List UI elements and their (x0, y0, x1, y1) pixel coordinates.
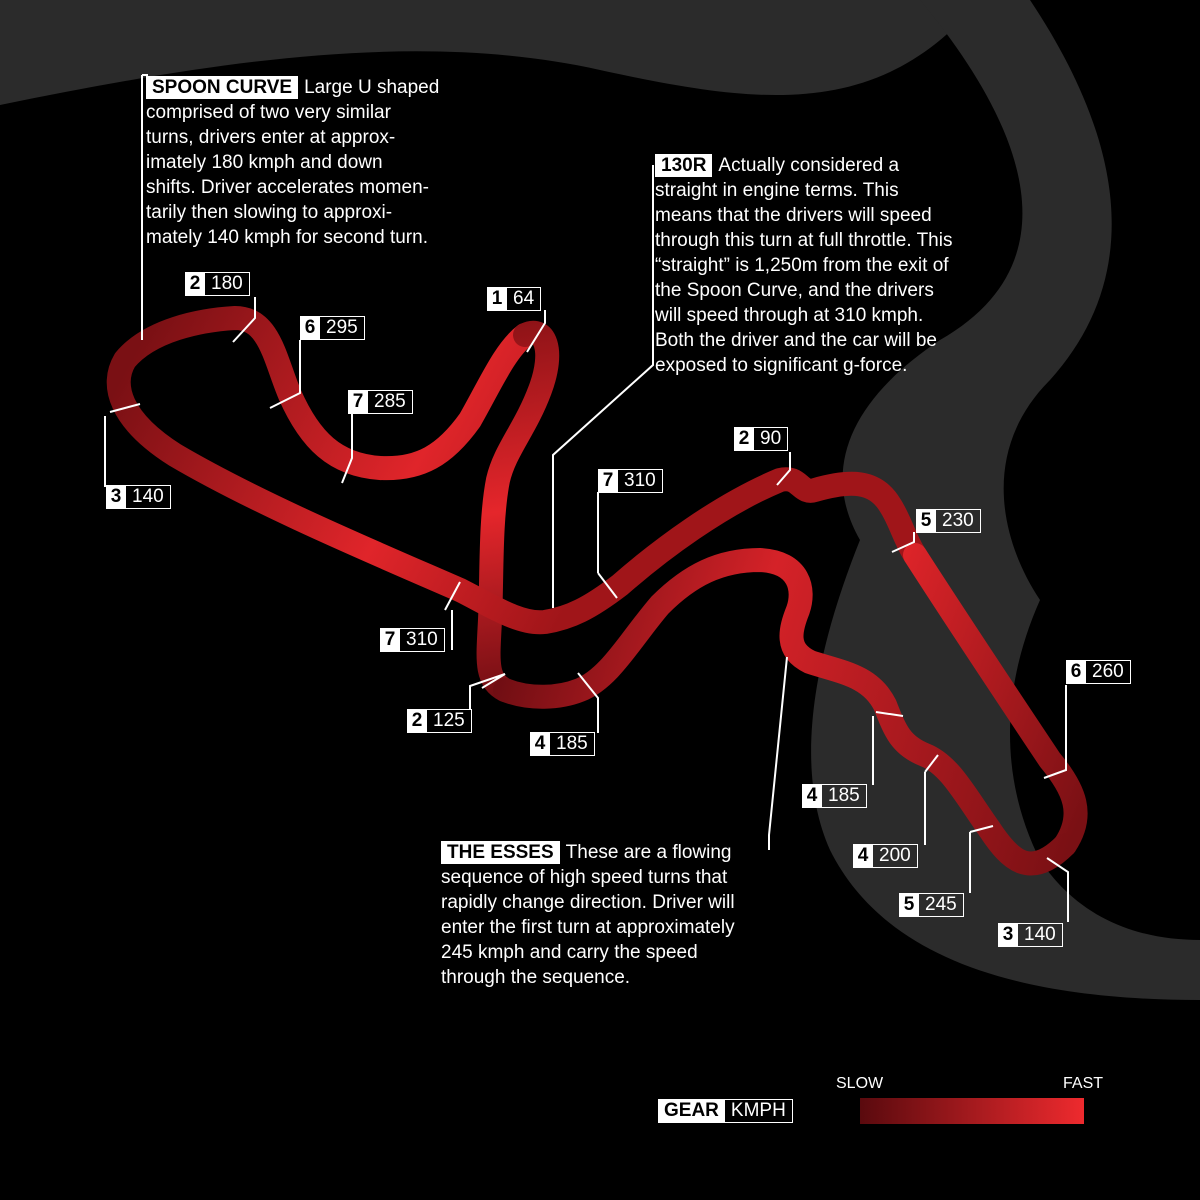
marker-kmph: 180 (205, 272, 250, 296)
marker-kmph: 200 (873, 844, 918, 868)
esses-line-5: through the sequence. (441, 967, 631, 988)
leader-lines (104, 74, 1069, 922)
track-esses (493, 548, 1077, 876)
marker-gear: 3 (106, 485, 126, 509)
marker-kmph: 64 (507, 287, 542, 311)
legend-slow-label: SLOW (836, 1075, 884, 1092)
marker-gear: 2 (407, 709, 427, 733)
marker-kmph: 125 (427, 709, 472, 733)
spoon-line-5: tarily then slowing to approxi- (146, 202, 393, 223)
spoon-line-1: comprised of two very similar (146, 102, 391, 123)
130r-title: 130R (655, 154, 713, 177)
marker-kmph: 285 (368, 390, 413, 414)
marker-gear: 5 (916, 509, 936, 533)
track-spoon-curve (106, 306, 537, 602)
marker-kmph: 140 (126, 485, 171, 509)
marker-kmph: 310 (618, 469, 663, 493)
marker-gear: 2 (734, 427, 754, 451)
marker-gear: 5 (899, 893, 919, 917)
esses-line-2: rapidly change direction. Driver will (441, 892, 735, 913)
130r-line-5: the Spoon Curve, and the drivers (655, 280, 934, 301)
marker-gear: 7 (348, 390, 368, 414)
130r-line-4: “straight” is 1,250m from the exit of (655, 255, 949, 276)
spoon-curve-title: SPOON CURVE (146, 76, 299, 99)
130r-line-1: straight in engine terms. This (655, 180, 899, 201)
130r-line-8: exposed to significant g-force. (655, 355, 908, 376)
legend-kmph-label: KMPH (724, 1099, 793, 1123)
130r-line-0: Actually considered a (718, 155, 900, 176)
spoon-line-2: turns, drivers enter at approx- (146, 127, 396, 148)
130r-line-2: means that the drivers will speed (655, 205, 932, 226)
marker-kmph: 185 (822, 784, 867, 808)
130r-line-7: Both the driver and the car will be (655, 330, 937, 351)
marker-kmph: 90 (754, 427, 789, 451)
spoon-line-0: Large U shaped (304, 77, 440, 98)
legend-fast-label: FAST (1063, 1075, 1104, 1092)
marker-kmph: 295 (320, 316, 365, 340)
marker-gear: 2 (185, 272, 205, 296)
track-130r (448, 467, 927, 635)
spoon-line-6: mately 140 kmph for second turn. (146, 227, 428, 248)
marker-gear: 6 (1066, 660, 1086, 684)
spoon-line-4: shifts. Driver accelerates momen- (146, 177, 429, 198)
marker-gear: 4 (853, 844, 873, 868)
marker-gear: 4 (530, 732, 550, 756)
esses-line-3: enter the first turn at approximately (441, 917, 735, 938)
esses-line-0: These are a flowing (565, 842, 732, 863)
marker-gear: 7 (380, 628, 400, 652)
marker-gear: 1 (487, 287, 507, 311)
track-straight (903, 543, 1088, 857)
land-right-inner (1003, 0, 1200, 940)
marker-gear: 3 (998, 923, 1018, 947)
esses-line-1: sequence of high speed turns that (441, 867, 728, 888)
spoon-line-3: imately 180 kmph and down (146, 152, 383, 173)
marker-gear: 6 (300, 316, 320, 340)
marker-kmph: 140 (1018, 923, 1063, 947)
land-top-left (0, 0, 980, 105)
marker-gear: 4 (802, 784, 822, 808)
marker-gear: 7 (598, 469, 618, 493)
legend-gradient-bar (860, 1098, 1084, 1124)
marker-kmph: 260 (1086, 660, 1131, 684)
marker-kmph: 245 (919, 893, 964, 917)
marker-kmph: 230 (936, 509, 981, 533)
130r-line-6: will speed through at 310 kmph. (655, 305, 924, 326)
esses-line-4: 245 kmph and carry the speed (441, 942, 698, 963)
track (106, 306, 1088, 876)
marker-kmph: 310 (400, 628, 445, 652)
track-hairpin (476, 321, 560, 702)
legend-gear-label: GEAR (658, 1099, 725, 1123)
esses-title: THE ESSES (441, 841, 560, 864)
marker-kmph: 185 (550, 732, 595, 756)
130r-line-3: through this turn at full throttle. This (655, 230, 953, 251)
